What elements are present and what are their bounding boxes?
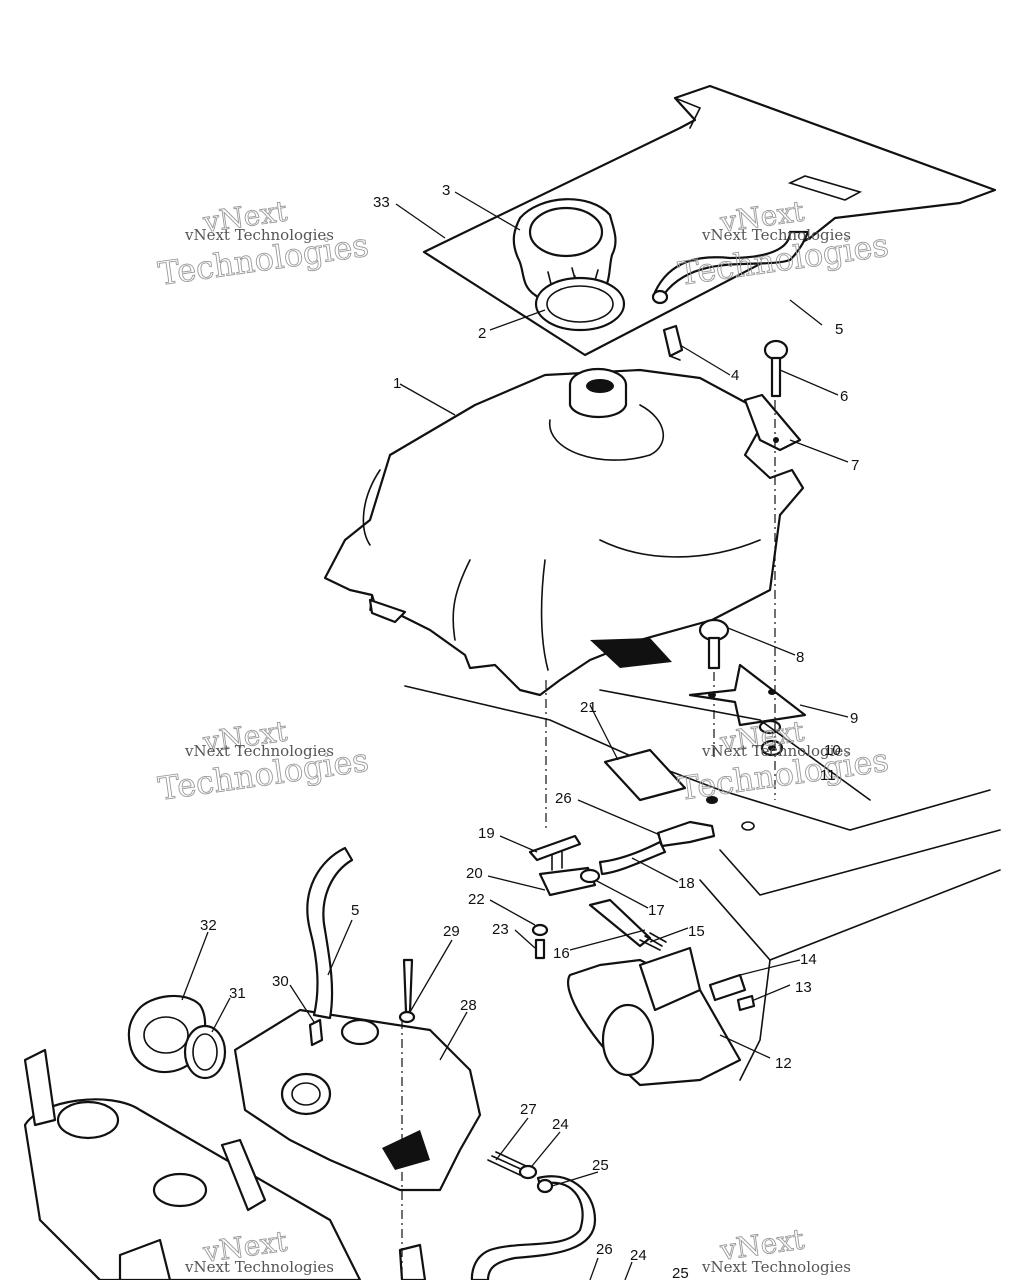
part-5-vent-hose-lower [306, 846, 354, 1020]
callout-15: 15 [688, 923, 705, 940]
lower-frame [23, 1048, 427, 1280]
callout-16: 16 [553, 945, 570, 962]
leader-lines [181, 191, 849, 1280]
callout-19: 19 [478, 825, 495, 842]
callout-labels: 33 3 2 1 4 5 6 7 8 9 10 11 21 26 19 18 2… [200, 182, 859, 1280]
part-22-washer [531, 923, 549, 937]
watermark-top-left: vNext vNext Technologies Technologies [155, 194, 371, 293]
callout-33: 33 [373, 194, 390, 211]
watermark-company: vNext Technologies [701, 1258, 851, 1276]
callout-10: 10 [824, 742, 841, 759]
watermark-company: vNext Technologies [701, 742, 851, 760]
part-24-clamp [518, 1164, 538, 1180]
part-12-airbox [567, 946, 742, 1087]
part-16-hose [588, 898, 652, 948]
callout-27: 27 [520, 1101, 537, 1118]
callout-25b: 25 [672, 1265, 689, 1280]
part-2-gasket [534, 276, 626, 332]
callout-23: 23 [492, 921, 509, 938]
part-23-screw [534, 938, 546, 960]
callout-21: 21 [580, 699, 597, 716]
callout-28: 28 [460, 997, 477, 1014]
callout-6: 6 [840, 388, 848, 405]
part-30-fitting [308, 1018, 324, 1047]
callout-5: 5 [835, 321, 843, 338]
callout-29: 29 [443, 923, 460, 940]
callout-30: 30 [272, 973, 289, 990]
callout-24b: 24 [630, 1247, 647, 1264]
callout-26b: 26 [596, 1241, 613, 1258]
part-14-clip [708, 973, 747, 1002]
vehicle-frame [404, 685, 1001, 1081]
callout-11: 11 [820, 767, 836, 784]
watermark-company: vNext Technologies [184, 742, 334, 760]
callout-2: 2 [478, 325, 486, 342]
watermark-bottom-right: vNext vNext Technologies [701, 1222, 851, 1276]
callout-32: 32 [200, 917, 217, 934]
callout-26: 26 [555, 790, 572, 807]
frame-hole [706, 796, 718, 804]
callout-17: 17 [648, 902, 665, 919]
part-19-plate [528, 834, 582, 862]
callout-9: 9 [850, 710, 858, 727]
watermark-mid-right: vNext vNext Technologies Technologies [675, 714, 891, 808]
callout-18: 18 [678, 875, 695, 892]
watermark-company: vNext Technologies [184, 226, 334, 244]
part-25-hose [470, 1175, 597, 1280]
watermark-mid-left: vNext vNext Technologies Technologies [155, 714, 371, 808]
part-33-cover-plate [422, 84, 997, 357]
part-6-bolt [763, 339, 789, 398]
callout-12: 12 [775, 1055, 792, 1072]
part-26-hose [656, 820, 755, 848]
callout-25: 25 [592, 1157, 609, 1174]
callout-14: 14 [800, 951, 817, 968]
part-17-clamp [579, 868, 601, 884]
part-8-bolt [698, 618, 730, 670]
part-1-fuel-tank [323, 367, 805, 697]
part-9-bracket [688, 663, 807, 727]
callout-8: 8 [796, 649, 804, 666]
callout-20: 20 [466, 865, 483, 882]
part-29-dipstick [398, 958, 416, 1024]
callout-7: 7 [851, 457, 859, 474]
watermark-company: vNext Technologies [184, 1258, 334, 1276]
part-11-nut [760, 739, 784, 757]
callout-1: 1 [393, 375, 401, 392]
callout-5b: 5 [351, 902, 359, 919]
watermark-company: vNext Technologies [701, 226, 851, 244]
callout-13: 13 [795, 979, 812, 996]
callout-22: 22 [468, 891, 485, 908]
callout-31: 31 [229, 985, 246, 1002]
callout-4: 4 [731, 367, 739, 384]
callout-24: 24 [552, 1116, 569, 1133]
callout-3: 3 [442, 182, 450, 199]
part-13-screw [736, 994, 756, 1012]
part-5-vent-hose-top [651, 230, 810, 305]
part-4-fitting [662, 324, 684, 361]
part-21-pad [603, 748, 687, 802]
part-31-gasket [183, 1024, 227, 1080]
assembly-centerlines [401, 400, 776, 1280]
part-28-oil-tank [233, 1008, 482, 1192]
